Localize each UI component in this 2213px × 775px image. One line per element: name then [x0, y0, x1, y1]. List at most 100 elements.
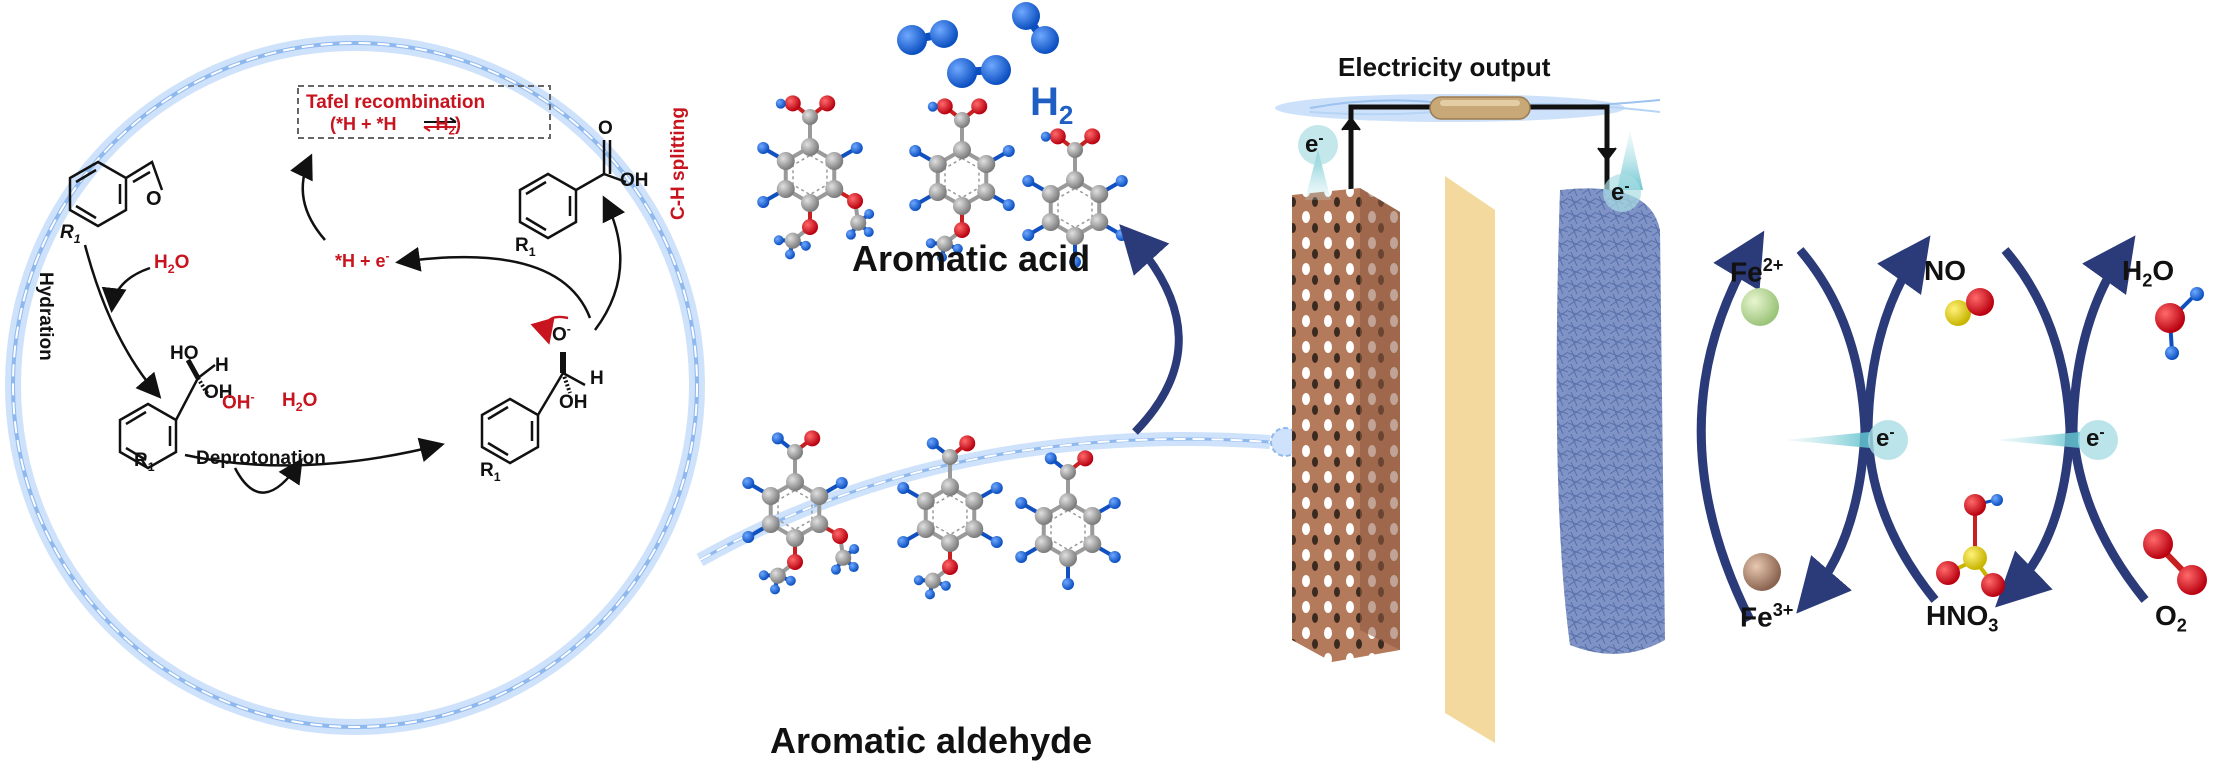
atom	[954, 112, 970, 128]
atom	[936, 252, 947, 263]
o-sup: -	[566, 322, 571, 336]
h2-molecules-icon	[897, 2, 1059, 88]
atom	[936, 235, 953, 252]
carbon-atom	[1090, 185, 1109, 203]
atom	[771, 432, 784, 445]
e-sup: -	[1318, 130, 1324, 147]
fe2-text: Fe	[1730, 256, 1763, 288]
r-text: R	[134, 450, 148, 471]
atom	[1040, 131, 1051, 142]
atom	[804, 430, 821, 447]
oh-label-alkoxide: OH	[559, 392, 588, 413]
e-text: e	[1305, 131, 1319, 158]
atom	[1115, 175, 1128, 187]
current-up-arrow	[1341, 116, 1361, 131]
membrane	[1445, 176, 1495, 743]
atom	[848, 562, 859, 573]
atom	[1002, 199, 1015, 211]
conversion-arrow	[1119, 224, 1183, 435]
atom	[800, 240, 811, 251]
aromatic-ring	[932, 494, 968, 536]
h2o-o: O	[2152, 255, 2175, 286]
atom	[742, 477, 755, 489]
r-text: R	[480, 460, 494, 481]
h2-label: H2	[1030, 80, 1073, 131]
atom	[864, 208, 875, 219]
atom	[850, 214, 867, 231]
e-sup: -	[1624, 178, 1630, 195]
tafel-eq-sub: 2	[448, 124, 456, 138]
atom	[784, 232, 801, 249]
o2-text: O	[2155, 600, 2177, 631]
carbon-atom	[965, 520, 984, 538]
water2-h: H	[282, 390, 296, 411]
deprotonation-label: Deprotonation	[196, 448, 326, 469]
atom	[832, 528, 849, 544]
gem-diol-structure	[118, 358, 216, 470]
atom	[757, 196, 770, 208]
atom	[924, 572, 941, 589]
carbon-atom	[801, 194, 819, 212]
fe3-sup: 3+	[1772, 600, 1794, 620]
atom	[757, 142, 770, 154]
e-text: e	[1876, 425, 1890, 452]
atom	[802, 109, 818, 125]
water2-o: O	[302, 390, 318, 411]
carbon-atom	[953, 197, 971, 215]
h-label-alkoxide: H	[590, 368, 604, 389]
atom	[927, 101, 938, 112]
hno3-text: HNO	[1926, 600, 1989, 631]
oh-sup: -	[250, 390, 255, 404]
r1-label-diol: R1	[134, 450, 155, 474]
atom	[769, 584, 780, 595]
water1-o: O	[174, 252, 190, 273]
r1-label-acid: R1	[515, 235, 536, 259]
carbon-atom	[965, 492, 984, 510]
o2-molecule-icon	[2143, 529, 2207, 595]
hno3-sub: 3	[1988, 615, 1999, 636]
fe2-label: Fe2+	[1730, 255, 1783, 288]
water-reactant-1: H2O	[154, 252, 189, 276]
atom	[830, 564, 841, 575]
h2o-sub: 2	[2142, 270, 2153, 291]
atom	[1060, 464, 1076, 480]
o2-label: O2	[2155, 600, 2187, 637]
atom	[897, 482, 910, 494]
carbon-atom	[1090, 213, 1109, 231]
hydroxide-label: OH-	[222, 390, 255, 414]
h2o-label: H2O	[2122, 255, 2174, 292]
carbon-atom	[776, 152, 795, 170]
no-label: NO	[1924, 255, 1966, 286]
atom	[835, 477, 848, 489]
e-text: e	[1611, 179, 1625, 206]
he-sup: -	[385, 250, 390, 263]
redox-cycle-arrows	[1696, 230, 2149, 623]
tafel-eq-close: )	[455, 114, 462, 134]
r-sub: 1	[73, 231, 81, 246]
anode-electrode	[1292, 188, 1400, 662]
molecule-models	[742, 95, 1128, 600]
r-sub: 1	[493, 469, 501, 484]
carbon-atom	[1066, 227, 1084, 245]
carbon-atom	[928, 183, 947, 201]
atom	[1069, 256, 1081, 268]
atom	[1049, 128, 1066, 145]
h2o-h: H	[2122, 255, 2143, 286]
carbon-atom	[1034, 535, 1053, 553]
aromatic-ring	[1050, 509, 1086, 551]
r-sub: 1	[147, 459, 155, 474]
electron-beam-redox-1	[1785, 432, 1870, 448]
aromatic-ring	[944, 157, 980, 199]
fe3-ion-sphere	[1743, 553, 1781, 591]
atom	[1062, 578, 1074, 590]
atom	[784, 249, 795, 260]
fe3-text: Fe	[1740, 601, 1773, 633]
atom	[971, 98, 988, 115]
tafel-title: Tafel recombination	[306, 92, 486, 113]
carbon-atom	[1059, 549, 1077, 567]
o-text: O	[552, 324, 567, 346]
atom	[1084, 128, 1101, 145]
hno3-molecule-icon	[1936, 494, 2005, 597]
atom	[845, 229, 856, 240]
